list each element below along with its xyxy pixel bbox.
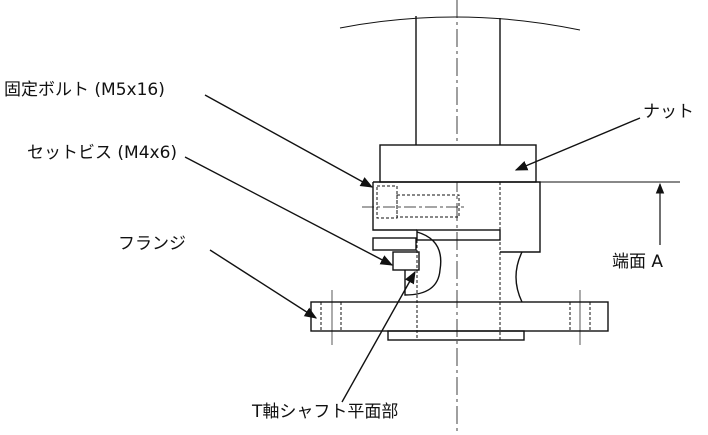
washer-plate	[372, 237, 417, 251]
label-shaft-flat: T軸シャフト平面部	[252, 402, 399, 422]
flange	[310, 301, 609, 332]
label-nut: ナット	[643, 102, 694, 122]
leader-shaft-flat	[341, 270, 416, 403]
neck-curve	[515, 251, 523, 303]
leader-bolt	[204, 94, 374, 188]
shaft-top-arc	[339, 16, 581, 31]
set-screw	[392, 251, 420, 271]
label-bolt: 固定ボルト (M5x16)	[4, 80, 165, 100]
leader-setscrew	[184, 156, 394, 266]
body	[372, 181, 541, 253]
label-flange: フランジ	[118, 234, 186, 254]
shaft-flat-curve	[404, 231, 442, 296]
leader-flange	[209, 249, 318, 319]
label-setscrew: セットビス (M4x6)	[27, 143, 178, 163]
bottom-plate	[387, 330, 525, 341]
nut	[379, 144, 537, 183]
leader-nut	[514, 117, 641, 171]
label-end-face: 端面 A	[612, 252, 664, 272]
bolt-head-hidden	[376, 185, 398, 219]
bolt-thread-hidden	[396, 194, 460, 218]
